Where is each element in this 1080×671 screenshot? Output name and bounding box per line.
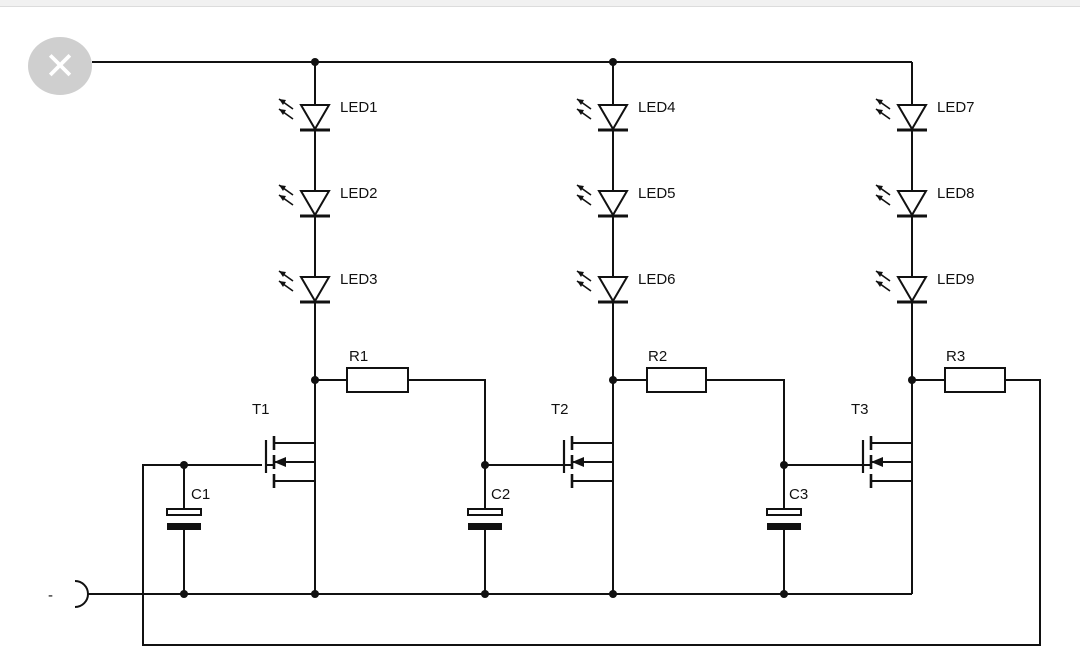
transistor-t2: T2 (551, 401, 615, 490)
svg-text:C2: C2 (491, 486, 510, 503)
svg-text:LED8: LED8 (937, 185, 975, 202)
capacitor-c1: C1 (166, 486, 210, 531)
svg-text:R3: R3 (946, 348, 965, 365)
led-4: LED4 (575, 97, 676, 132)
svg-text:C1: C1 (191, 486, 210, 503)
resistor-r3: R3 (944, 348, 1006, 393)
svg-text:LED2: LED2 (340, 185, 378, 202)
led-7: LED7 (874, 97, 975, 132)
svg-text:R1: R1 (349, 348, 368, 365)
led-3: LED3 (277, 269, 378, 304)
svg-text:T2: T2 (551, 401, 569, 418)
svg-text:LED3: LED3 (340, 271, 378, 288)
svg-text:T3: T3 (851, 401, 869, 418)
resistor-r2: R2 (646, 348, 707, 393)
svg-text:R2: R2 (648, 348, 667, 365)
window-top-edge (0, 0, 1080, 7)
led-8: LED8 (874, 183, 975, 218)
svg-text:LED6: LED6 (638, 271, 676, 288)
negative-terminal-label: - (48, 587, 53, 604)
capacitor-c2: C2 (467, 486, 510, 531)
svg-text:C3: C3 (789, 486, 808, 503)
svg-text:LED1: LED1 (340, 99, 378, 116)
close-button[interactable]: ✕ (28, 37, 92, 95)
led-9: LED9 (874, 269, 975, 304)
svg-text:LED7: LED7 (937, 99, 975, 116)
wires (88, 61, 1041, 646)
negative-terminal (74, 580, 89, 608)
transistor-t3: T3 (851, 401, 914, 490)
transistor-t1: T1 (252, 401, 317, 490)
svg-text:T1: T1 (252, 401, 270, 418)
junction-dots (180, 58, 916, 598)
svg-text:LED9: LED9 (937, 271, 975, 288)
svg-text:LED4: LED4 (638, 99, 676, 116)
led-5: LED5 (575, 183, 676, 218)
capacitor-c3: C3 (766, 486, 808, 531)
led-6: LED6 (575, 269, 676, 304)
led-2: LED2 (277, 183, 378, 218)
close-icon: ✕ (44, 44, 76, 88)
resistor-r1: R1 (346, 348, 409, 393)
svg-text:LED5: LED5 (638, 185, 676, 202)
led-1: LED1 (277, 97, 378, 132)
